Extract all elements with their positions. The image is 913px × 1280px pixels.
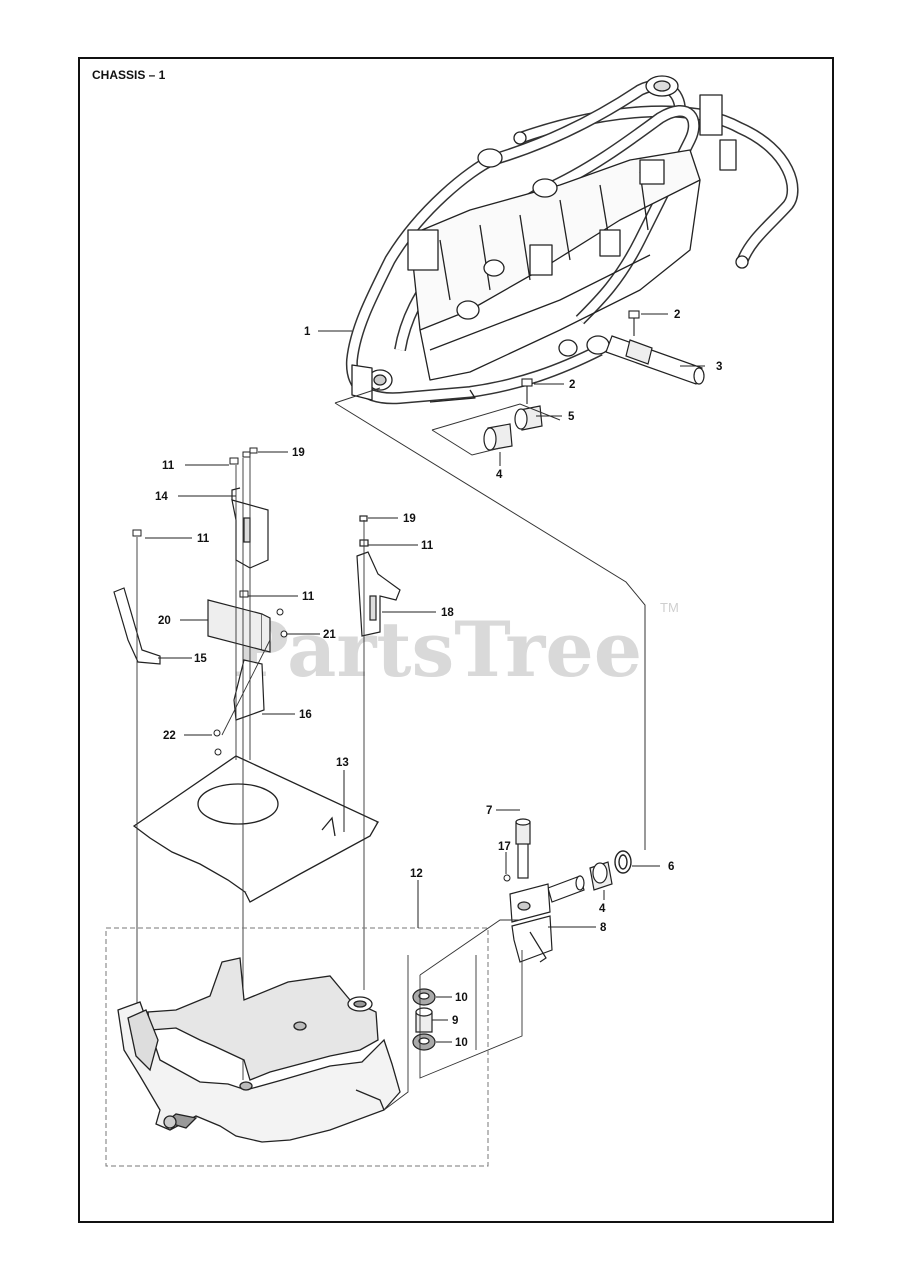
nut-22 xyxy=(213,729,222,756)
floor-plate-13 xyxy=(132,755,380,903)
callout-6: 6 xyxy=(668,861,674,873)
callout-13: 13 xyxy=(336,757,349,769)
callout-17: 17 xyxy=(498,841,511,853)
callout-7: 7 xyxy=(486,805,492,817)
callout-20: 20 xyxy=(158,615,171,627)
callout-11-top: 11 xyxy=(162,460,175,472)
callout-11-mid: 11 xyxy=(302,591,315,603)
callout-10-upper: 10 xyxy=(455,992,468,1004)
callout-8: 8 xyxy=(600,922,607,934)
bushing-4-lower xyxy=(589,861,613,891)
callout-11-right: 11 xyxy=(421,540,434,552)
callout-5: 5 xyxy=(568,411,575,423)
bushing-5 xyxy=(514,405,543,431)
callout-12: 12 xyxy=(410,868,423,880)
nut-17 xyxy=(503,874,511,882)
chassis-base-12 xyxy=(117,955,409,1143)
watermark: PartsTree xyxy=(232,605,642,694)
pivot-pin-7 xyxy=(515,818,531,879)
seal-ring-6 xyxy=(614,850,632,874)
bracket-15 xyxy=(113,587,161,665)
callout-4-lower: 4 xyxy=(599,903,606,915)
bolt-11-mid xyxy=(132,529,249,598)
callout-2-upper: 2 xyxy=(674,309,680,321)
watermark-trademark: TM xyxy=(660,600,679,615)
callout-3: 3 xyxy=(716,361,722,373)
callout-2-lower: 2 xyxy=(569,379,575,391)
left-guide-lines xyxy=(136,455,365,1080)
callout-22: 22 xyxy=(163,730,176,742)
dashed-box-12 xyxy=(105,927,489,1167)
callout-1: 1 xyxy=(304,326,311,338)
callout-11-left: 11 xyxy=(197,533,210,545)
callout-19-top: 19 xyxy=(292,447,305,459)
callout-10-lower: 10 xyxy=(455,1037,468,1049)
callout-4-upper: 4 xyxy=(496,469,503,481)
bolt-2-lower xyxy=(521,378,533,404)
leader-lines xyxy=(145,313,705,1043)
bolt-2-upper xyxy=(628,310,640,336)
assembly-guide-lines xyxy=(334,387,646,850)
nut-21 xyxy=(276,608,288,638)
bolts-11-19-top xyxy=(229,447,258,465)
axle-tube xyxy=(547,875,585,903)
callout-16: 16 xyxy=(299,709,312,721)
callout-19-right: 19 xyxy=(403,513,416,525)
diagram-title: CHASSIS – 1 xyxy=(92,68,166,82)
callout-18: 18 xyxy=(441,607,454,619)
bushing-4-top xyxy=(483,423,513,451)
pivot-guide-lines xyxy=(419,919,523,1079)
callout-14: 14 xyxy=(155,491,168,503)
chassis-frame xyxy=(345,75,799,405)
callout-21: 21 xyxy=(323,629,336,641)
axle-pin xyxy=(605,335,705,385)
callout-15: 15 xyxy=(194,653,207,665)
callout-9: 9 xyxy=(452,1015,458,1027)
bearings-9-10 xyxy=(412,988,436,1051)
pivot-bracket-8 xyxy=(509,883,553,963)
cover-20 xyxy=(207,599,271,653)
